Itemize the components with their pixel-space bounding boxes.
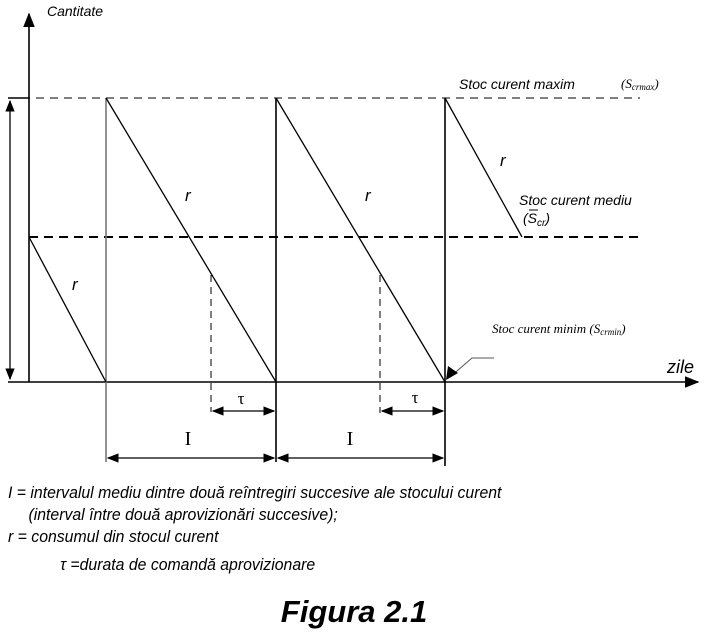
- lead-time-label: τ: [412, 388, 419, 407]
- mean-stock-label: Stoc curent mediu: [519, 192, 632, 208]
- interval-label: I: [347, 428, 354, 450]
- y-axis-label: Cantitate: [47, 3, 103, 19]
- legend: I = intervalul mediu dintre două reîntre…: [8, 482, 659, 576]
- min-stock-pointer: [449, 357, 494, 378]
- legend-consumption: r = consumul din stocul curent: [8, 527, 219, 546]
- interval-label: I: [185, 428, 192, 450]
- consumption-line-1: [105, 97, 277, 383]
- consumption-label: r: [72, 275, 79, 294]
- consumption-line-0: [28, 236, 107, 383]
- legend-lead-time: τ =durata de comandă aprovizionare: [60, 555, 316, 574]
- lead-time-label: τ: [238, 389, 245, 408]
- max-stock-label: Stoc curent maxim: [459, 76, 575, 92]
- min-stock-label: Stoc curent minim (Scrmin): [492, 321, 626, 337]
- consumption-line-2: [275, 97, 446, 383]
- x-axis-label: zile: [666, 357, 694, 377]
- figure-caption: Figura 2.1: [280, 594, 428, 629]
- max-stock-symbol: (Scrmax): [621, 76, 659, 92]
- consumption-line-3: [444, 97, 523, 238]
- consumption-label: r: [365, 186, 372, 205]
- inventory-diagram: Cantitate zile r r r r τ τ I I Stoc cure…: [5, 3, 700, 466]
- legend-interval: I = intervalul mediu dintre două reîntre…: [8, 483, 502, 502]
- legend-interval-detail: (interval între două aprovizionări succe…: [28, 505, 338, 524]
- consumption-label: r: [500, 151, 507, 170]
- mean-stock-symbol: (Scr): [523, 210, 550, 229]
- consumption-label: r: [185, 186, 192, 205]
- min-stock-pointer-head: [446, 366, 458, 380]
